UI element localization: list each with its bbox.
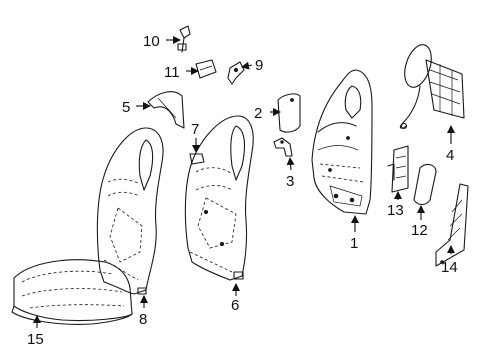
part-4-upper-frame [399, 44, 465, 130]
part-2-side-panel [277, 93, 301, 133]
callout-8: 8 [139, 311, 147, 328]
part-15-seat-cushion [11, 259, 133, 325]
part-10-wire-clip [177, 25, 191, 53]
callout-5: 5 [122, 99, 130, 116]
callout-3: 3 [286, 173, 294, 190]
part-8-backrest-cover [96, 127, 164, 295]
callout-15: 15 [27, 331, 44, 348]
part-13-bracket-panel [387, 145, 409, 193]
part-5-trim-piece [147, 91, 185, 129]
callout-7: 7 [191, 121, 199, 138]
part-3-bracket [273, 137, 293, 157]
callout-9: 9 [255, 57, 263, 74]
part-14-module [435, 183, 469, 267]
leader-lines [33, 36, 455, 328]
part-12-pad [413, 163, 437, 206]
leader-3 [286, 157, 295, 171]
part-7-cap [189, 153, 205, 165]
callout-2: 2 [254, 105, 262, 122]
part-1-backrest-frame [311, 69, 373, 215]
callout-13: 13 [387, 202, 404, 219]
callout-1: 1 [350, 235, 358, 252]
callout-4: 4 [446, 147, 454, 164]
callout-labels: 1 2 3 4 5 6 7 8 9 10 11 12 13 14 15 [27, 33, 458, 348]
part-9-connector [227, 61, 245, 85]
callout-12: 12 [411, 222, 428, 239]
leader-9 [241, 61, 253, 70]
callout-14: 14 [441, 259, 458, 276]
part-11-switch [195, 59, 217, 79]
callout-6: 6 [231, 297, 239, 314]
callout-11: 11 [164, 64, 180, 81]
callout-10: 10 [143, 33, 160, 50]
